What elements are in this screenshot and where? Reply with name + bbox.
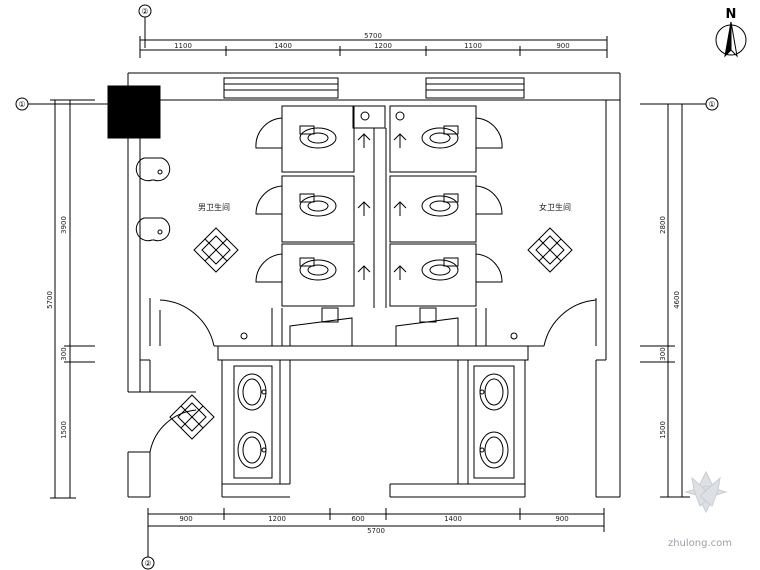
top-dimensions: 5700 1100 1400 1200 1100 900 [139,32,608,58]
svg-text:1100: 1100 [174,42,192,50]
svg-text:5700: 5700 [364,32,382,40]
svg-text:300: 300 [659,347,667,360]
svg-text:1200: 1200 [374,42,392,50]
svg-text:300: 300 [60,347,68,360]
svg-text:②: ② [141,7,148,16]
svg-text:N: N [726,7,737,22]
left-dimensions: 3900 300 1500 5700 [46,99,95,499]
window-left [223,77,339,99]
svg-text:4600: 4600 [673,291,681,309]
svg-text:1400: 1400 [444,515,462,523]
floor-drain-lobby [169,394,215,440]
window-right [425,77,525,99]
structural-column [107,85,161,139]
svg-text:5700: 5700 [46,291,54,309]
svg-text:900: 900 [179,515,192,523]
wash-basins-left [233,365,273,479]
svg-text:3900: 3900 [60,216,68,234]
wash-basins-right [473,365,515,479]
svg-text:1500: 1500 [60,421,68,439]
watermark-text: zhulong.com [668,538,732,549]
urinals [135,157,171,242]
svg-text:900: 900 [556,42,569,50]
floor-drain-left [193,227,239,273]
room-label-mens: 男卫生间 [198,202,230,212]
center-duct [352,105,405,308]
floor-drain-right [527,227,573,273]
svg-text:1200: 1200 [268,515,286,523]
bottom-dimensions: 900 1200 600 1400 900 5700 [147,508,605,535]
grid-bubble-top: ② [138,4,152,48]
grid-bubble-left: ① [15,97,108,111]
svg-text:5700: 5700 [367,527,385,535]
svg-text:1400: 1400 [274,42,292,50]
svg-text:①: ① [18,100,25,109]
svg-text:900: 900 [555,515,568,523]
svg-text:②: ② [144,559,151,568]
exterior-walls [127,72,621,498]
watermark-logo [684,470,728,514]
svg-text:1500: 1500 [659,421,667,439]
svg-text:600: 600 [351,515,364,523]
svg-text:1100: 1100 [464,42,482,50]
room-label-womens: 女卫生间 [539,202,571,212]
right-dimensions: 2800 300 1500 4600 [640,103,690,498]
svg-text:①: ① [708,100,715,109]
north-arrow: N [715,7,747,58]
womens-stalls [389,105,503,307]
svg-text:2800: 2800 [659,216,667,234]
mens-stalls [255,105,371,307]
interior-walls [140,298,597,484]
